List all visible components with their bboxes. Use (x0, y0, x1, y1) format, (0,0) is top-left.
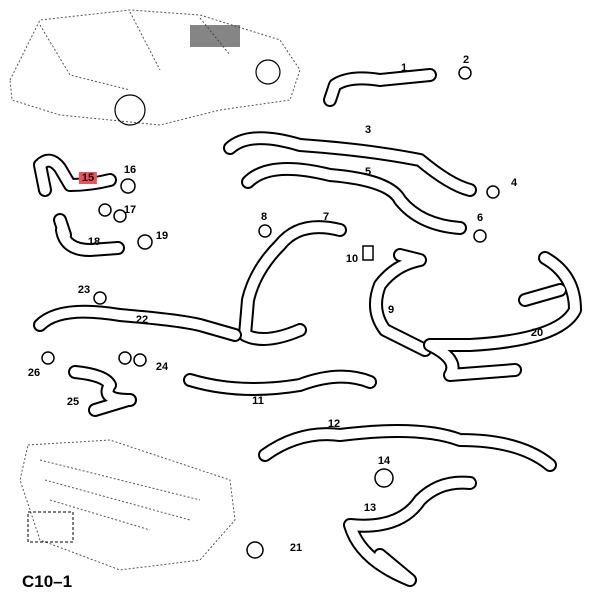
part-label-12: 12 (327, 418, 341, 430)
part-label-9: 9 (387, 304, 395, 316)
part-label-22: 22 (135, 314, 149, 326)
part-label-11: 11 (252, 395, 264, 407)
part-label-23: 23 (77, 284, 91, 296)
part-label-24: 24 (155, 361, 169, 373)
part-label-5: 5 (364, 166, 372, 178)
part-label-25: 25 (66, 396, 80, 408)
part-label-2: 2 (462, 54, 470, 66)
part-label-17: 17 (123, 204, 137, 216)
part-label-3: 3 (364, 124, 372, 136)
part-label-26: 26 (27, 367, 41, 379)
part-label-13: 13 (363, 502, 377, 514)
hoses (33, 68, 582, 587)
part-label-7: 7 (322, 211, 330, 223)
diagram-code: C10–1 (22, 572, 73, 591)
part-label-19: 19 (155, 230, 169, 242)
part-label-1: 1 (400, 62, 408, 74)
part-label-16: 16 (123, 164, 137, 176)
part-label-6: 6 (476, 212, 484, 224)
part-label-18: 18 (87, 236, 101, 248)
part-label-20: 20 (530, 327, 544, 339)
part-label-10: 10 (345, 253, 359, 265)
heater-unit-illustration (19, 439, 236, 571)
part-label-21: 21 (289, 542, 303, 554)
part-label-8: 8 (260, 211, 268, 223)
part-label-4: 4 (510, 177, 518, 189)
part-label-14: 14 (377, 455, 391, 467)
part-label-15-highlighted[interactable]: 15 (78, 172, 98, 184)
clamps (41, 66, 500, 559)
car-illustration (9, 9, 301, 126)
